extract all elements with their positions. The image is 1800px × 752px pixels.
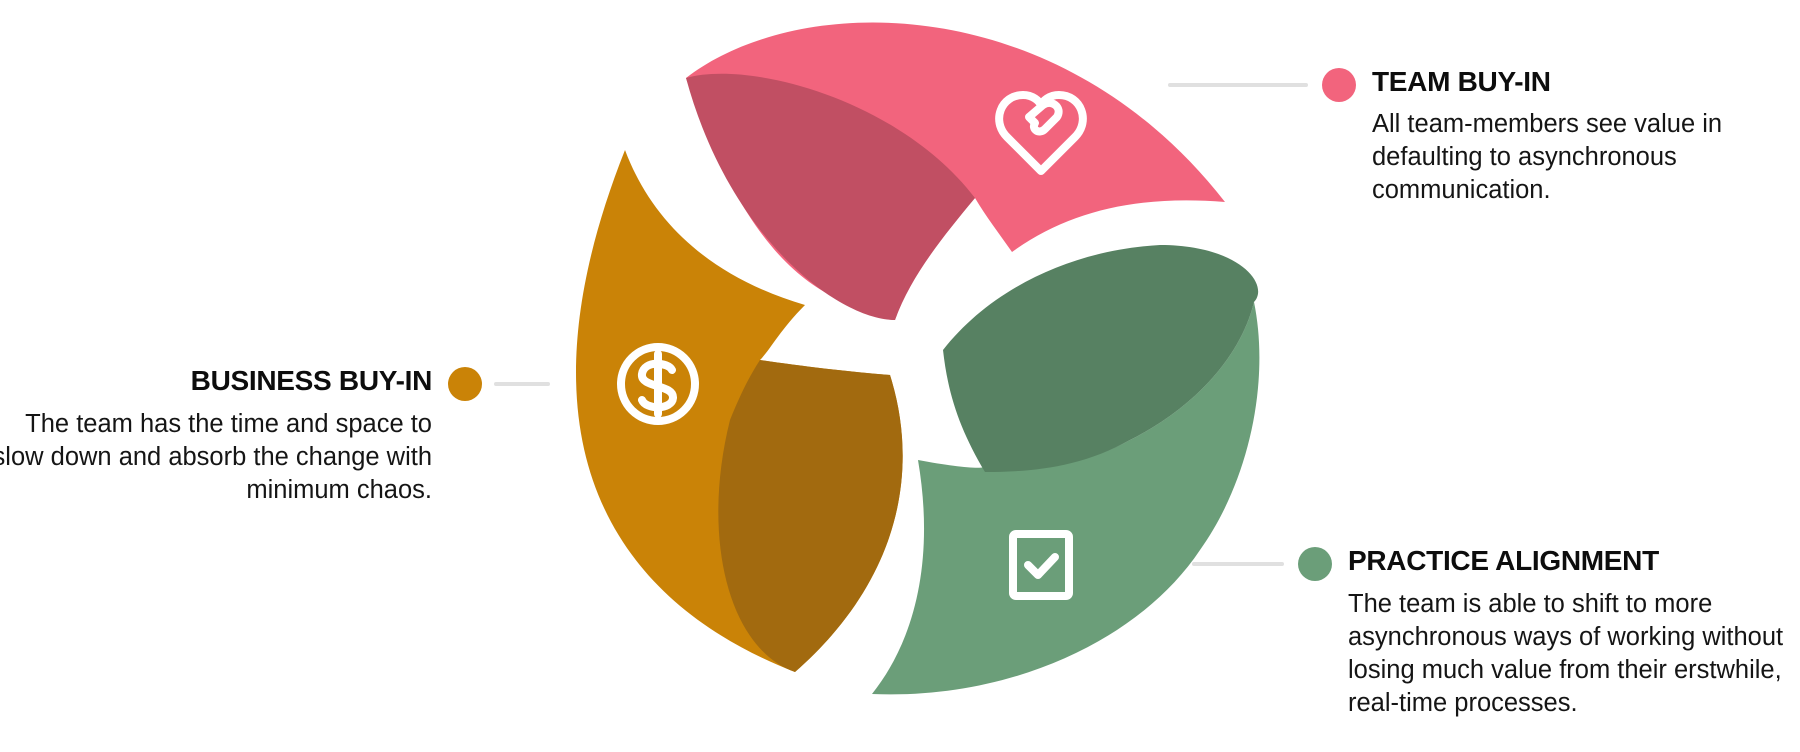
practice-petal-light: [872, 302, 1260, 695]
business-buy-in-petal: [576, 150, 903, 672]
practice-alignment-dot: [1298, 547, 1332, 581]
business-buy-in-dot: [448, 367, 482, 401]
practice-alignment-description: The team is able to shift to more asynch…: [1348, 590, 1784, 717]
practice-petal-dark: [943, 245, 1259, 472]
practice-alignment-connector: [1192, 562, 1284, 566]
team-buy-in-title: TEAM BUY-IN: [1372, 66, 1551, 97]
business-buy-in-description: The team has the time and space to slow …: [0, 410, 432, 504]
team-buy-in-dot: [1322, 68, 1356, 102]
heart-handshake-icon: [995, 91, 1087, 175]
business-buy-in-connector: [494, 382, 550, 386]
dollar-coin-icon: [617, 343, 699, 425]
checkbox-icon: [1009, 530, 1073, 600]
business-buy-in-title: BUSINESS BUY-IN: [190, 365, 433, 396]
team-buy-in-description: All team-members see value in defaulting…: [1372, 110, 1723, 204]
practice-alignment-title: PRACTICE ALIGNMENT: [1348, 545, 1659, 576]
team-petal-dark: [686, 73, 975, 320]
team-buy-in-connector: [1168, 83, 1308, 87]
practice-alignment-petal: [872, 245, 1260, 695]
business-petal-dark: [718, 360, 903, 672]
team-buy-in-petal: [686, 22, 1225, 321]
